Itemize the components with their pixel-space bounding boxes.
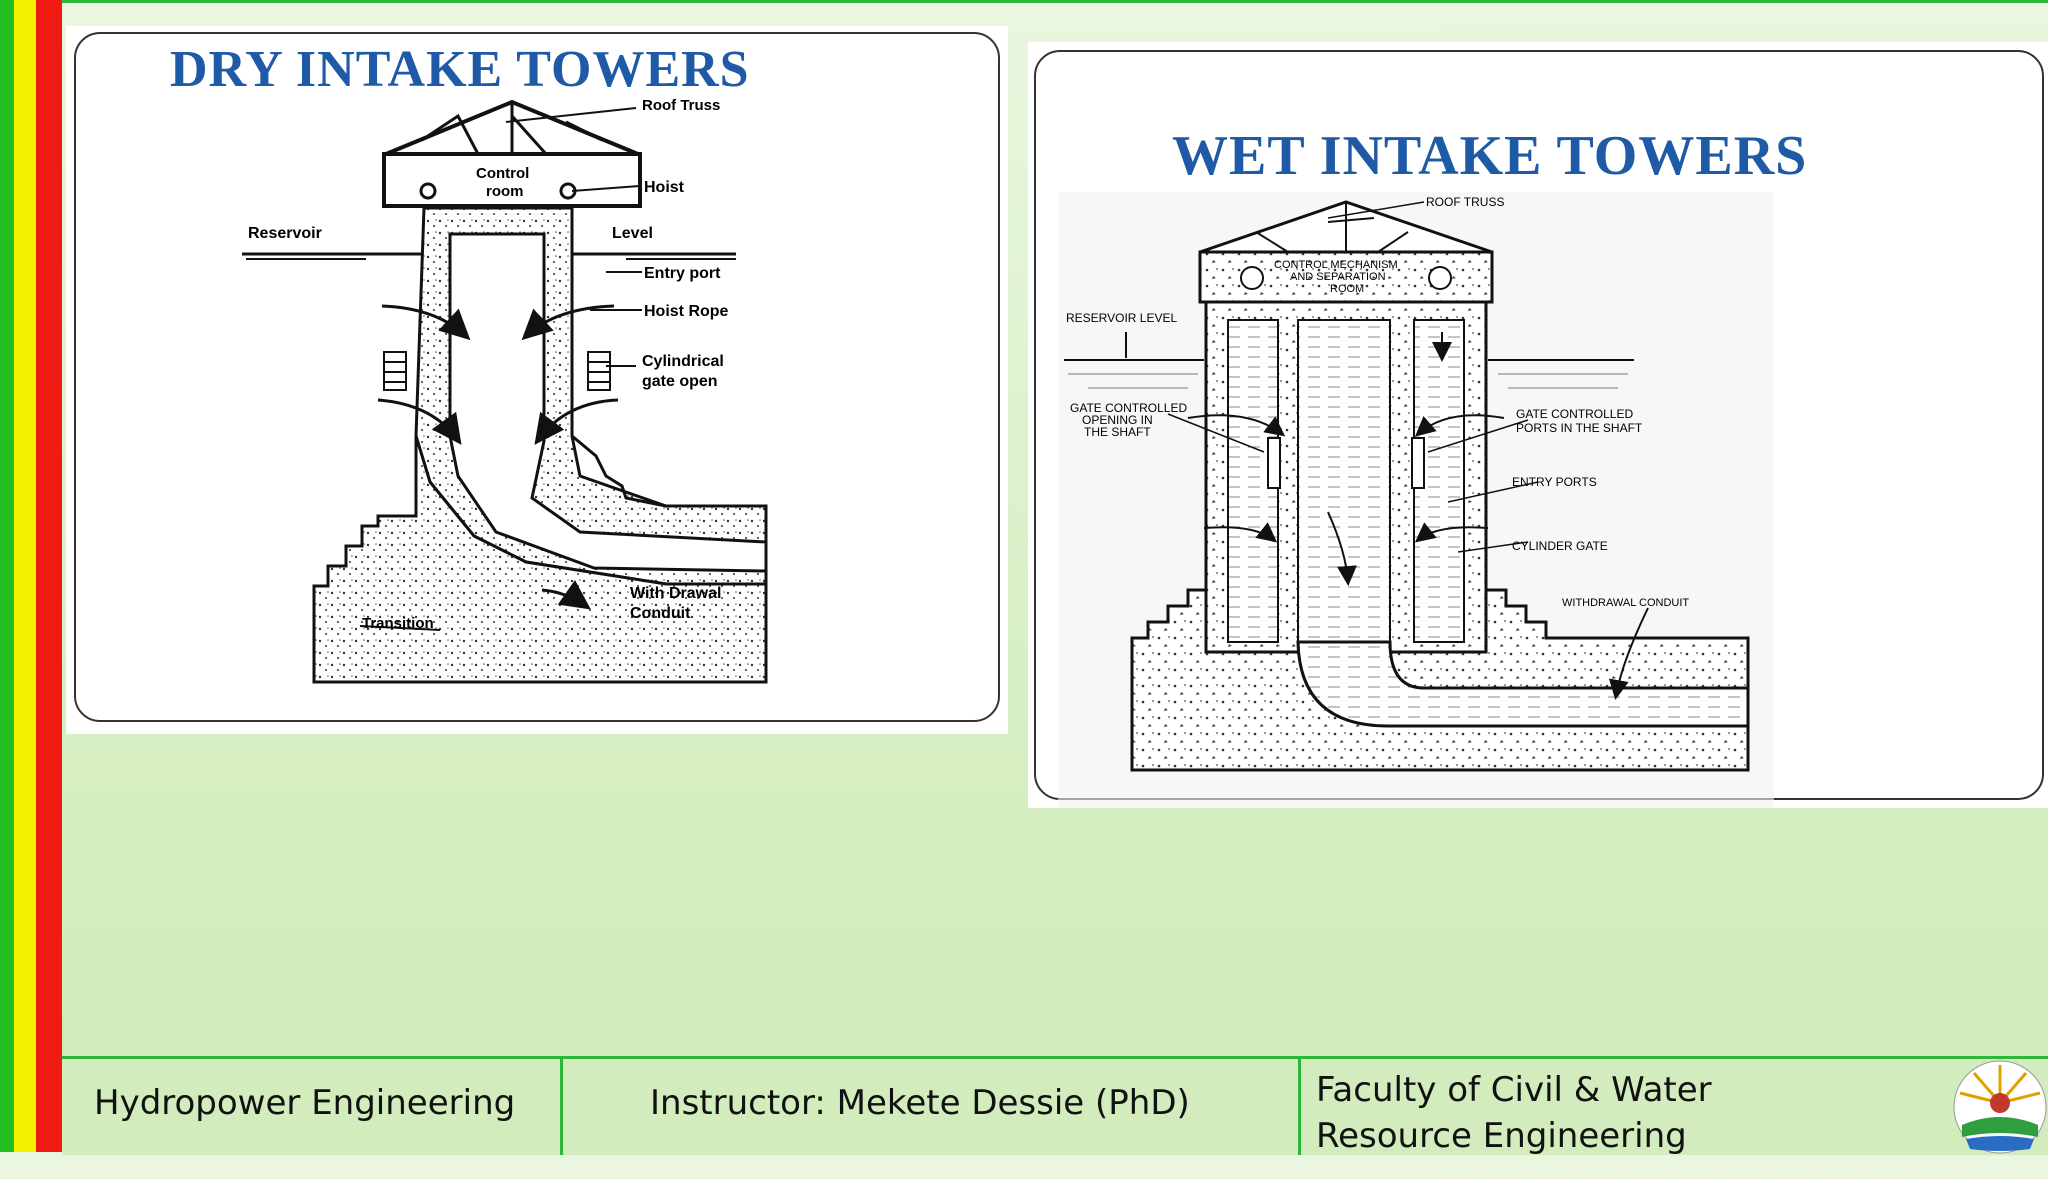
wet-label-cylinder-gate: CYLINDER GATE [1512, 539, 1608, 553]
wet-label-control-3: ROOM [1330, 283, 1364, 295]
wet-diagram-title: WET INTAKE TOWERS [1172, 125, 1808, 187]
dry-label-transition: Transition [362, 615, 434, 632]
dry-label-level: Level [612, 225, 653, 242]
dry-label-control: Control [476, 165, 529, 182]
wet-label-control-2: AND SEPARATION [1290, 271, 1386, 283]
dry-diagram-title: DRY INTAKE TOWERS [170, 41, 750, 98]
dry-label-entry-port: Entry port [644, 265, 721, 282]
footer-divider [1298, 1059, 1301, 1155]
footer-course-name: Hydropower Engineering [94, 1083, 516, 1123]
wet-label-entry-ports: ENTRY PORTS [1512, 475, 1597, 489]
top-border-line [62, 0, 2048, 3]
dry-label-reservoir: Reservoir [248, 225, 322, 242]
dry-intake-diagram: Roof Truss Control room Hoist Reservoir … [242, 97, 768, 684]
green-stripe [0, 0, 14, 1152]
dry-label-hoist-rope: Hoist Rope [644, 303, 729, 320]
dry-label-gate-open: gate open [642, 373, 718, 390]
dry-label-hoist: Hoist [644, 179, 685, 196]
wet-label-gate-ports-1: GATE CONTROLLED [1516, 407, 1633, 421]
wet-label-gate-opening-3: THE SHAFT [1084, 425, 1151, 439]
wet-label-reservoir-level: RESERVOIR LEVEL [1066, 311, 1177, 325]
wet-label-control-1: CONTROL MECHANISM [1274, 259, 1398, 271]
footer-divider [560, 1059, 563, 1155]
red-stripe [36, 0, 62, 1152]
yellow-stripe [14, 0, 36, 1152]
dry-label-conduit: Conduit [630, 605, 691, 622]
footer-instructor: Instructor: Mekete Dessie (PhD) [650, 1083, 1190, 1123]
footer-faculty: Faculty of Civil & Water Resource Engine… [1316, 1070, 1712, 1156]
wet-label-gate-ports-2: PORTS IN THE SHAFT [1516, 421, 1643, 435]
wet-label-gate-opening-2: OPENING IN [1082, 413, 1153, 427]
dry-label-room: room [486, 183, 524, 200]
wet-label-withdrawal-conduit: WITHDRAWAL CONDUIT [1562, 597, 1689, 609]
wet-label-gate-opening-1: GATE CONTROLLED [1070, 401, 1187, 415]
wet-intake-diagram: ROOF TRUSS CONTROL MECHANISM AND SEPARAT… [1058, 192, 1774, 808]
wet-label-roof-truss: ROOF TRUSS [1426, 195, 1504, 209]
university-logo-icon [1953, 1060, 2047, 1154]
dry-intake-tower-panel: DRY INTAKE TOWERS [66, 26, 1008, 734]
dry-label-with-drawal: With Drawal [630, 585, 721, 602]
dry-label-cylindrical: Cylindrical [642, 353, 724, 370]
wet-intake-tower-panel: WET INTAKE TOWERS [1028, 42, 2048, 808]
dry-label-roof-truss: Roof Truss [642, 97, 720, 114]
slide-footer: Hydropower Engineering Instructor: Meket… [62, 1056, 2048, 1156]
